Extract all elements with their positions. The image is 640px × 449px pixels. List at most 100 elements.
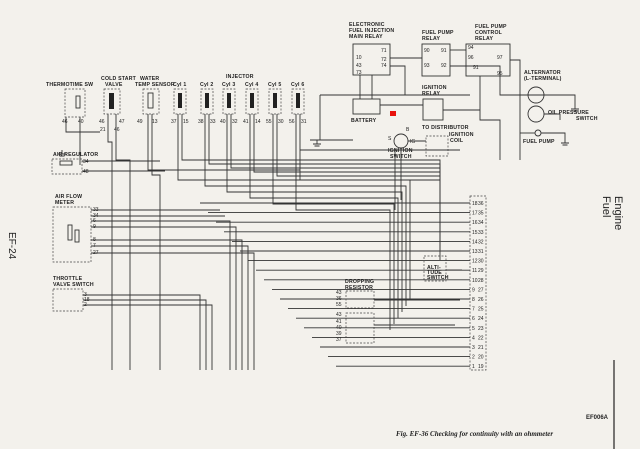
label: 30	[278, 119, 284, 125]
ground-icon	[58, 150, 66, 157]
label: Cyl 5	[268, 82, 281, 88]
label: COLD START	[101, 76, 137, 82]
label: CONTROL	[475, 30, 503, 36]
wire	[83, 299, 207, 370]
thermotime-resistor-icon	[75, 95, 81, 109]
wire	[83, 294, 201, 370]
connector-pin: 28	[478, 278, 484, 284]
label: ELECTRONIC	[349, 22, 385, 28]
label: RELAY	[422, 91, 440, 97]
label: FUEL PUMP	[523, 139, 555, 145]
injector-label: INJECTOR	[226, 74, 254, 80]
label: 55	[336, 302, 342, 308]
connector-pin: 32	[478, 239, 484, 245]
label: 94	[468, 45, 474, 51]
thermotime-switch: THERMOTIME SW 46 40	[46, 82, 93, 125]
fuel-pump: FUEL PUMP	[523, 129, 555, 145]
heater-icon	[59, 160, 73, 166]
label: 9	[93, 224, 96, 230]
connector-pin: 30	[478, 259, 484, 265]
label: TEMP SENSOR	[135, 82, 175, 88]
label: 95	[497, 71, 503, 77]
label: RELAY	[422, 36, 440, 42]
label: IGNITION	[388, 148, 413, 154]
label: 46	[62, 119, 68, 125]
figure-code: EF006A	[586, 415, 609, 421]
connector-pin: 24	[478, 316, 484, 322]
alternator-lamp-icon	[527, 86, 545, 104]
wire	[91, 220, 231, 370]
alternator: ALTERNATOR (L-TERMINAL)	[524, 70, 562, 104]
label: 43	[336, 290, 342, 296]
connector-pin: 22	[478, 335, 484, 341]
connector-pin: 21	[478, 345, 484, 351]
label: 34	[83, 159, 89, 165]
label: 31	[301, 119, 307, 125]
ground-icon	[313, 140, 321, 147]
label: DROPPING	[345, 279, 374, 285]
label: BATTERY	[351, 118, 377, 124]
wire	[107, 114, 113, 370]
label: 36	[336, 296, 342, 302]
to-distributor-label: TO DISTRIBUTOR	[422, 125, 469, 131]
label: 91	[441, 48, 447, 54]
altitude-switch: ALTI- TUDE SWITCH	[423, 255, 449, 282]
label: 27	[93, 250, 99, 256]
connector-pin: 20	[478, 355, 484, 361]
label: FUEL PUMP	[475, 24, 507, 30]
label: 3	[84, 292, 87, 298]
label: 47	[119, 119, 125, 125]
wire	[151, 114, 161, 370]
air-flow-meter: AIR FLOW METER 33 34 6 9 8 7 27	[52, 194, 99, 263]
label: 91	[473, 65, 479, 71]
label: IGNITION	[422, 85, 447, 91]
injector-coil-icon	[250, 93, 254, 108]
label: IGNITION	[449, 132, 474, 138]
connector-pin: 23	[478, 326, 484, 332]
label: 92	[441, 63, 447, 69]
label: 37	[171, 119, 177, 125]
label: RESISTOR	[345, 285, 373, 291]
wire	[83, 304, 213, 370]
wire	[276, 114, 441, 250]
ignition-relay: IGNITION RELAY	[422, 85, 447, 121]
label: 41	[243, 119, 249, 125]
wire	[544, 94, 576, 105]
wire	[479, 76, 501, 160]
label: SWITCH	[427, 275, 449, 281]
injector-coil-icon	[296, 93, 300, 108]
label: FUEL PUMP	[422, 30, 454, 36]
cold-start-valve: COLD START VALVE 46 47 21 46	[99, 76, 137, 133]
wire	[204, 114, 407, 306]
connector-pin: 10	[472, 278, 478, 284]
potentiometer-icon	[67, 224, 73, 241]
label: 21	[100, 127, 106, 133]
connector-pin: 27	[478, 287, 484, 293]
wire	[510, 59, 521, 160]
label: 41	[336, 319, 342, 325]
label: S	[388, 136, 392, 142]
injector-coil-icon	[273, 93, 277, 108]
connector-pin: 13	[472, 249, 478, 255]
label: 90	[424, 48, 430, 54]
label: (L-TERMINAL)	[524, 76, 562, 82]
label: 32	[232, 119, 238, 125]
label: VALVE	[105, 82, 123, 88]
label: 48	[83, 169, 89, 175]
wire	[91, 245, 249, 370]
battery-icon	[352, 98, 381, 115]
label: 6	[93, 218, 96, 224]
section-title: Engine Fuel	[600, 196, 624, 231]
wire	[390, 65, 406, 95]
ground-icon	[561, 140, 569, 146]
label: 43	[336, 312, 342, 318]
label: Cyl 4	[245, 82, 258, 88]
label: 93	[424, 63, 430, 69]
label: 14	[255, 119, 261, 125]
label: 97	[497, 55, 503, 61]
connector-pin: 25	[478, 307, 484, 313]
wire	[177, 114, 411, 300]
air-regulator: AIR REGULATOR 34 48	[51, 152, 98, 175]
thermistor-icon	[147, 92, 154, 109]
